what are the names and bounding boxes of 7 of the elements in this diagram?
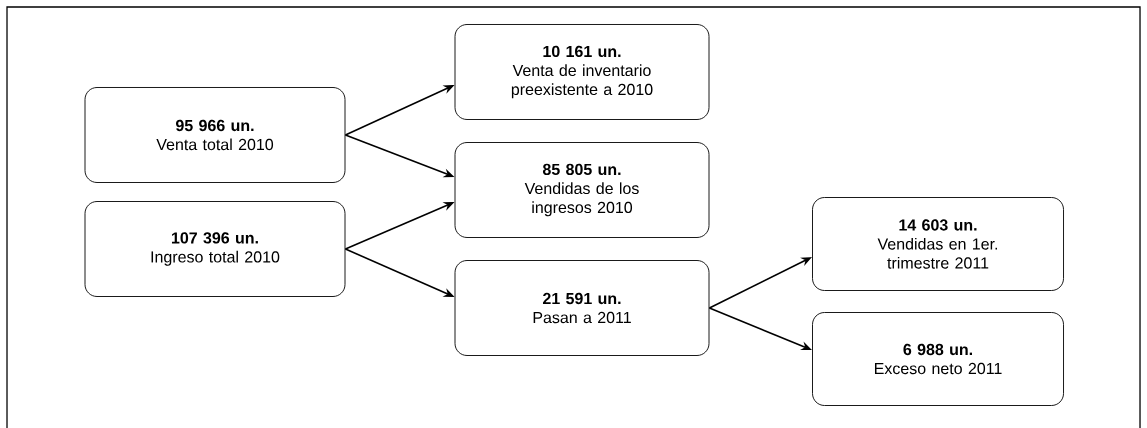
process-box: 10 161 un. Venta de inventario preexistente a 2010 xyxy=(454,24,710,120)
process-box: 95 966 un. Venta total 2010 xyxy=(84,87,346,183)
process-box: 21 591 un. Pasan a 2011 xyxy=(454,260,710,356)
process-box: 6 988 un. Exceso neto 2011 xyxy=(812,312,1064,406)
process-box: 85 805 un. Vendidas de los ingresos 2010 xyxy=(454,142,710,238)
process-box: 14 603 un. Vendidas en 1er. trimestre 2011 xyxy=(812,197,1064,291)
process-box: 107 396 un. Ingreso total 2010 xyxy=(84,201,346,297)
